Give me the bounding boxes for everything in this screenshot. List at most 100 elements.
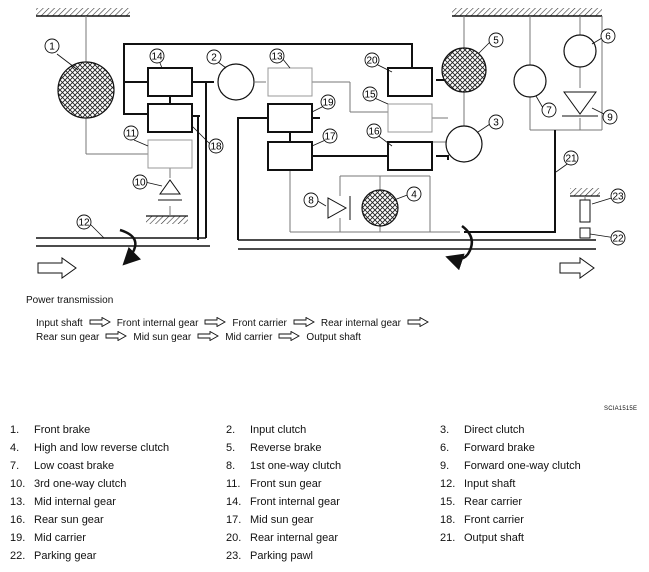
parts-list-item: 6. Forward brake: [440, 442, 535, 454]
part-name: Forward brake: [464, 442, 535, 454]
callout-number: 1: [49, 42, 55, 53]
callout-20: 20: [364, 52, 380, 68]
part-number: 19.: [10, 532, 26, 544]
part-name: Reverse brake: [250, 442, 322, 454]
parts-list-item: 2.Input clutch: [226, 424, 306, 436]
part-number: 16.: [10, 514, 26, 526]
callout-5: 5: [488, 32, 504, 48]
third-one-way-clutch: [158, 179, 182, 201]
flow-arrow-icon: [89, 316, 111, 328]
flow-arrow-icon: [197, 330, 220, 342]
parts-list-item: 21.Output shaft: [440, 532, 524, 544]
direct-clutch: [445, 125, 483, 163]
flow-step: Mid sun gear: [133, 332, 192, 343]
reverse-brake: [441, 47, 487, 93]
callout-13: 13: [269, 48, 285, 64]
callout-number: 11: [126, 129, 137, 140]
part-name: Front internal gear: [250, 496, 340, 508]
callout-number: 20: [366, 56, 378, 67]
part-name: 3rd one-way clutch: [34, 478, 127, 490]
callout-number: 22: [612, 234, 624, 245]
parts-list-item: 7. Low coast brake: [10, 460, 114, 472]
flow-arrow-icon: [407, 316, 429, 328]
mid-internal-gear: [267, 67, 313, 97]
power-transmission-title: Power transmission: [26, 295, 114, 306]
part-number: 22.: [10, 550, 26, 562]
part-number: 14.: [226, 496, 242, 508]
callout-9: 9: [602, 109, 618, 125]
callout-21: 21: [563, 150, 579, 166]
housing-bottom-left: [146, 215, 188, 224]
callout-11: 11: [123, 125, 139, 141]
callout-23: 23: [610, 188, 626, 204]
flow-step: Rear internal gear: [320, 318, 401, 329]
callout-number: 23: [612, 192, 624, 203]
part-number: 4.: [10, 442, 20, 454]
parts-list-item: 20. Rear internal gear: [226, 532, 338, 544]
callout-3: 3: [488, 114, 504, 130]
part-name: Rear sun gear: [34, 514, 104, 526]
parts-list-item: 8. 1st one-way clutch: [226, 460, 341, 472]
part-number: 6.: [440, 442, 450, 454]
part-name: 1st one-way clutch: [250, 460, 342, 472]
part-name: Parking gear: [34, 550, 97, 562]
part-number: 11.: [226, 478, 241, 490]
callout-8: 8: [303, 192, 319, 208]
callout-number: 14: [151, 52, 163, 63]
part-name: Mid sun gear: [250, 514, 314, 526]
part-number: 13.: [10, 496, 26, 508]
parts-list-item: 13.Mid internal gear: [10, 496, 116, 508]
callout-4: 4: [406, 186, 422, 202]
flow-arrow-icon: [204, 316, 227, 328]
part-number: 8.: [226, 460, 236, 472]
front-brake: [57, 61, 115, 119]
callout-number: 21: [565, 154, 577, 165]
part-name: Rear internal gear: [250, 532, 339, 544]
flow-step: Input shaft: [36, 318, 83, 329]
parking-pawl: [579, 199, 591, 223]
part-name: Front carrier: [464, 514, 524, 526]
callout-number: 15: [364, 90, 376, 101]
callout-number: 7: [546, 106, 552, 117]
callout-number: 13: [271, 52, 283, 63]
housing-parking: [570, 188, 600, 197]
parts-list-item: 23.Parking pawl: [226, 550, 313, 562]
callout-22: 22: [610, 230, 626, 246]
part-number: 10.: [10, 478, 26, 490]
parts-list-item: 19.Mid carrier: [10, 532, 86, 544]
parts-list-item: 9. Forward one-way clutch: [440, 460, 581, 472]
part-name: Input clutch: [250, 424, 307, 436]
flow-step: Front internal gear: [116, 318, 199, 329]
part-number: 7.: [10, 460, 20, 472]
parts-list-item: 11.Front sun gear: [226, 478, 322, 490]
part-name: Forward one-way clutch: [464, 460, 581, 472]
forward-one-way-clutch: [562, 91, 598, 117]
part-number: 5.: [226, 442, 236, 454]
parts-list-item: 10. 3rd one-way clutch: [10, 478, 126, 490]
part-number: 12.: [440, 478, 456, 490]
callout-number: 6: [605, 32, 611, 43]
input-clutch: [217, 63, 255, 101]
callout-number: 9: [607, 113, 613, 124]
forward-brake: [563, 34, 597, 68]
part-number: 20.: [226, 532, 242, 544]
callout-7: 7: [541, 102, 557, 118]
parts-list-item: 12.Input shaft: [440, 478, 515, 490]
callout-16: 16: [366, 123, 382, 139]
callout-2: 2: [206, 49, 222, 65]
flow-step: Output shaft: [306, 332, 361, 343]
output-flow-arrow: [559, 257, 595, 279]
thin-links: [85, 16, 603, 233]
part-number: 9.: [440, 460, 450, 472]
part-name: Direct clutch: [464, 424, 525, 436]
callout-15: 15: [362, 86, 378, 102]
part-name: Low coast brake: [34, 460, 115, 472]
part-number: 23.: [226, 550, 242, 562]
front-sun-gear: [147, 139, 193, 169]
output-rotation-arrow: [445, 225, 474, 271]
flow-arrow-icon: [278, 330, 301, 342]
